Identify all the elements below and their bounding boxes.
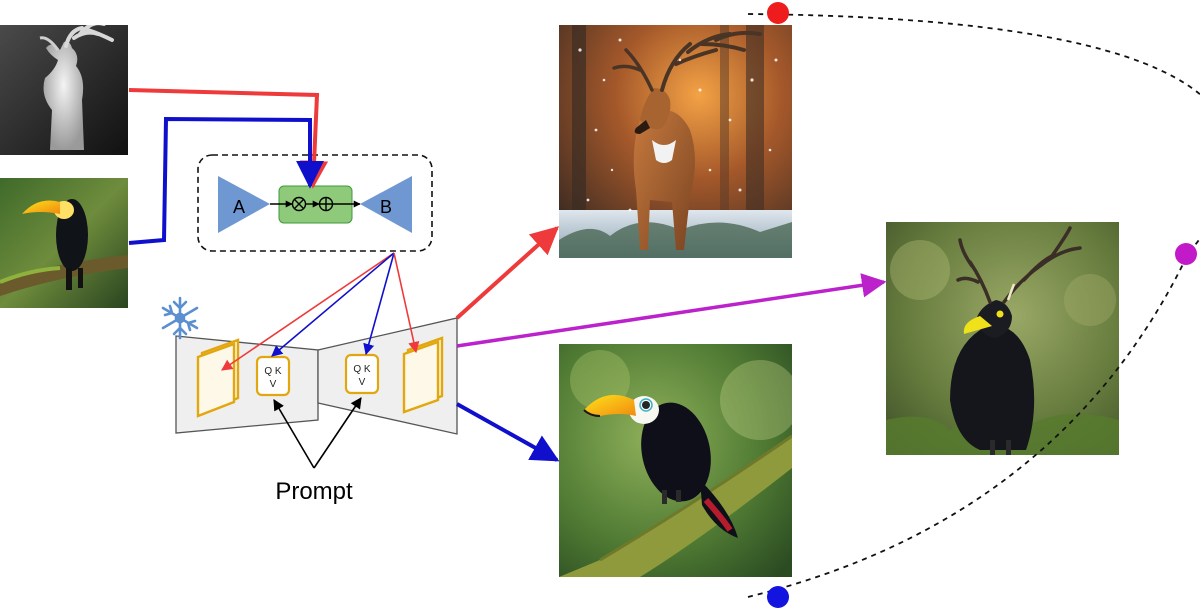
adapter-a-label: A: [233, 197, 245, 217]
multiply-icon: [291, 196, 307, 212]
deer-input-path: [128, 88, 329, 189]
deer-point[interactable]: [767, 2, 789, 24]
qkv-left-bottom: V: [270, 379, 277, 390]
deer-depth-image: [0, 25, 128, 155]
toucan-output-arrow: [456, 402, 560, 462]
toucan-small-image: [0, 178, 128, 308]
toucan-output-image: [559, 344, 792, 577]
adapter-b-label: B: [380, 197, 392, 217]
deer-output-arrow: [455, 226, 560, 320]
qkv-right-bottom: V: [359, 377, 366, 388]
prompt-label: Prompt: [275, 478, 353, 505]
qkv-block-left: Q K V: [255, 355, 291, 397]
hybrid-output-image: [886, 222, 1119, 455]
qkv-left-top: Q K: [264, 366, 282, 377]
feature-map-right: [402, 336, 444, 414]
add-icon: [318, 196, 334, 212]
toucan-input-path: [128, 116, 324, 245]
qkv-right-top: Q K: [353, 364, 371, 375]
deer-output-image: [559, 25, 792, 258]
snowflake-icon: [161, 296, 199, 340]
mix-point[interactable]: [1175, 243, 1197, 265]
mix-output-arrow: [456, 273, 887, 348]
prompt-arrows: [273, 397, 362, 469]
adapter-injection-arrows: [221, 252, 420, 371]
adapter-a-triangle: [218, 176, 270, 233]
qkv-block-right: Q K V: [344, 353, 380, 395]
toucan-point[interactable]: [767, 586, 789, 608]
adapter-b-triangle: [360, 176, 412, 233]
